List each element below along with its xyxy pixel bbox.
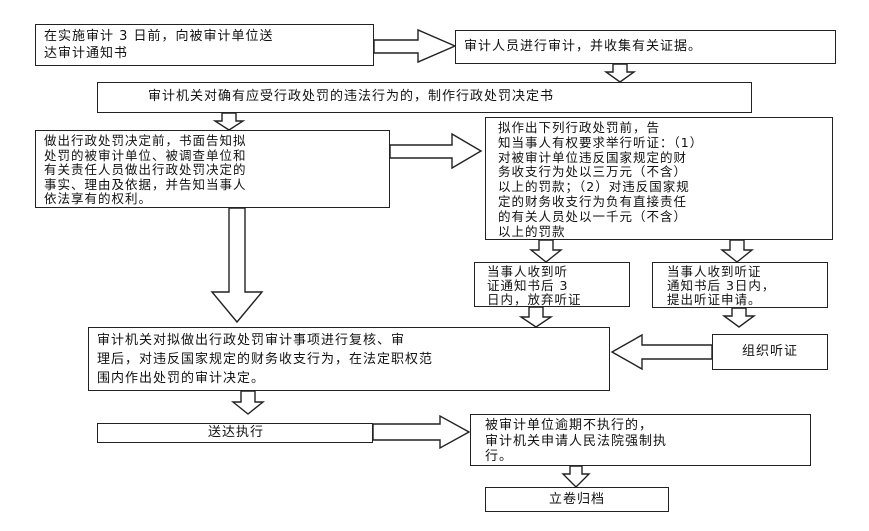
node-court-enforcement: 被审计单位逾期不执行的， 审计机关申请人民法院强制执 行。 [470, 414, 811, 466]
node-conduct-audit: 审计人员进行审计，并收集有关证据。 [455, 30, 836, 64]
node-inform-before-penalty: 做出行政处罚决定前，书面告知拟 处罚的被审计单位、被调查单位和 有关责任人员做出… [35, 130, 390, 208]
node-hearing-right-notice: 拟作出下列行政处罚前，告 知当事人有权要求举行听证：（1） 对被审计单位违反国家… [485, 117, 833, 240]
node-waive-hearing: 当事人收到听 证通知书后 3 日内，放弃听证 [474, 262, 630, 307]
node-organize-hearing: 组织听证 [712, 334, 828, 370]
node-archive: 立卷归档 [485, 487, 669, 512]
node-review-decision: 审计机关对拟做出行政处罚审计事项进行复核、审 理后，对违反国家规定的财务收支行为… [88, 327, 610, 391]
node-apply-hearing: 当事人收到听证 通知书后 3日内， 提出听证申请。 [652, 262, 828, 308]
node-deliver-execute: 送达执行 [97, 423, 373, 443]
arrow-inform-to-review [210, 207, 264, 324]
arrow-enforce-to-archive [561, 465, 591, 488]
arrow-organize-to-review [610, 333, 713, 371]
node-penalty-decision-doc: 审计机关对确有应受行政处罚的违法行为的，制作行政处罚决定书 [97, 82, 752, 113]
arrow-review-to-deliver [231, 390, 265, 415]
arrow-hearing-to-apply [720, 239, 754, 263]
arrow-waive-to-review [518, 306, 554, 328]
arrow-audit-to-decision [603, 63, 637, 83]
arrow-decision-to-inform [212, 112, 246, 131]
arrow-inform-to-hearing [389, 132, 483, 170]
arrow-deliver-to-enforce [372, 414, 471, 450]
arrow-apply-to-organize [721, 307, 757, 328]
arrow-hearing-to-waive [529, 239, 563, 263]
node-audit-notice: 在实施审计 3 日前，向被审计单位送 达审计通知书 [35, 24, 374, 66]
arrow-notice-to-audit [373, 28, 457, 64]
